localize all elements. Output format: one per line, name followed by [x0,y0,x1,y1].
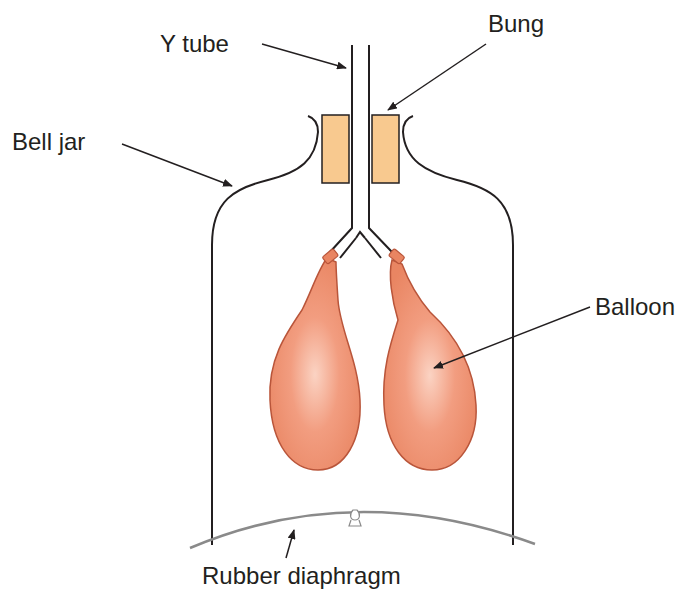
part-label: Bung [488,10,544,38]
part-label: Bell jar [12,128,85,156]
leader-line [122,144,232,186]
diaphragm-knot [349,510,361,526]
balloon-neck [388,248,405,264]
leader-line [388,44,486,110]
y-tube [356,232,365,238]
leader-line [434,307,590,368]
balloon [384,260,476,470]
part-label: Balloon [595,293,675,321]
bung [322,115,349,183]
part-label: Rubber diaphragm [202,562,401,590]
balloon [270,258,360,470]
leader-line [262,44,346,68]
part-label: Y tube [160,30,229,58]
bung [372,115,399,183]
leader-line [286,530,294,558]
balloon-neck [322,248,339,264]
rubber-diaphragm [190,512,535,548]
